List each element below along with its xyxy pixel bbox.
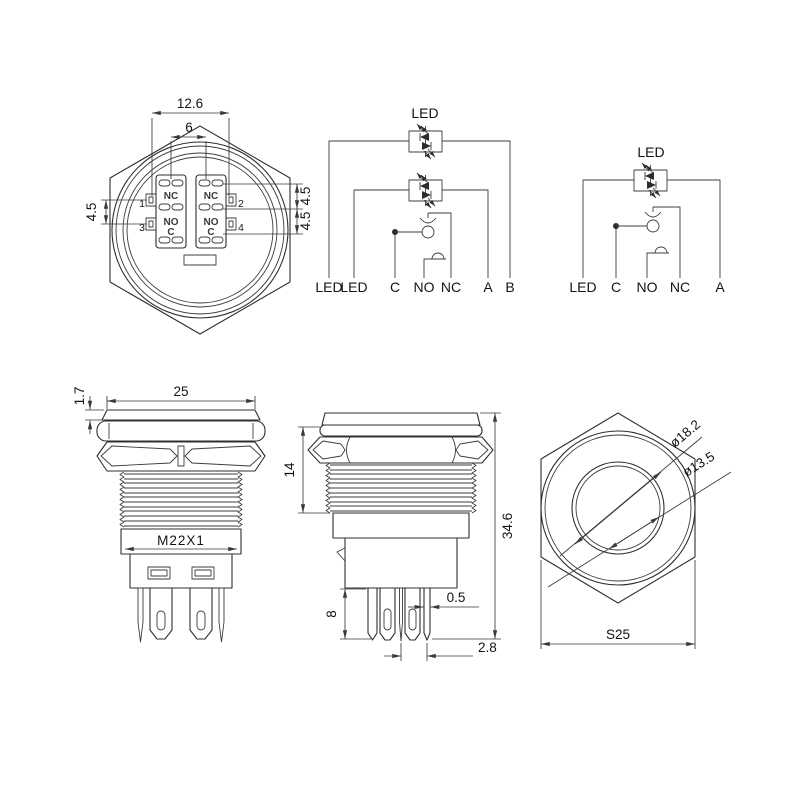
inner-ring-2 — [126, 156, 274, 304]
dim-right-lower-4-5-label: 4.5 — [298, 212, 313, 231]
dimension-right-pitches: 4.5 4.5 — [223, 183, 313, 235]
dimension-total-length: 34.6 — [432, 412, 515, 640]
terminal-label-nc: NC — [441, 279, 461, 295]
terminal-label-led-1: LED — [315, 279, 342, 295]
led-symbol — [633, 162, 668, 199]
terminal-pins — [367, 587, 431, 642]
dim-12-6-label: 12.6 — [177, 96, 203, 111]
terminal-pins — [137, 587, 225, 643]
bezel-band — [319, 424, 483, 437]
button-circle-outer — [571, 461, 665, 555]
button-cap — [101, 409, 261, 421]
hex-base-outline — [109, 125, 291, 335]
contact-label-c: C — [207, 227, 214, 238]
wire-led2 — [353, 189, 409, 278]
thread-section — [119, 471, 243, 528]
terminal-label-led-2: LED — [340, 279, 367, 295]
dimension-pin-pitch: 2.8 — [384, 640, 497, 661]
contact-label-nc: NC — [204, 191, 218, 202]
outer-ring — [111, 141, 289, 319]
dimension-thread-length: 14 — [282, 426, 330, 514]
dim-14-label: 14 — [282, 462, 297, 478]
pin-number-2: 2 — [238, 198, 244, 210]
terminal-label-nc: NC — [670, 279, 690, 295]
wire-led1 — [328, 140, 409, 278]
terminal-label-c: C — [390, 279, 400, 295]
back-view: NC NO C NC NO C 1 2 3 4 — [84, 96, 313, 335]
led-symbol-1 — [408, 123, 443, 160]
dim-25-label: 25 — [173, 384, 188, 399]
switch-body — [129, 553, 233, 589]
pin-number-3: 3 — [139, 222, 145, 234]
wiring-diagram-5-terminal: LED LED C NO NC — [569, 144, 725, 295]
thread-spec-band: M22X1 — [120, 528, 242, 555]
led-title: LED — [637, 144, 664, 160]
dimension-left-pitch: 4.5 — [84, 199, 147, 225]
side-view-rotated: 14 34.6 8 0.5 2.8 — [282, 412, 515, 661]
dimension-hex-flats: S25 — [540, 560, 696, 649]
contact-label-no: NO — [204, 217, 219, 228]
wire-led — [582, 179, 634, 278]
side-view: M22X1 25 1.7 — [72, 384, 266, 643]
dim-s25-label: S25 — [606, 627, 630, 642]
terminal-label-no: NO — [414, 279, 435, 295]
terminal-label-no: NO — [637, 279, 658, 295]
dim-2-8-label: 2.8 — [478, 640, 497, 655]
thread-spec-label: M22X1 — [157, 533, 205, 548]
dim-8-label: 8 — [324, 610, 339, 618]
terminal-label-a: A — [715, 279, 725, 295]
contact-block-right: NC NO C — [195, 174, 237, 249]
dimension-pin-length: 8 — [324, 588, 371, 640]
pin-number-4: 4 — [238, 222, 244, 234]
bezel-circle-outer — [540, 430, 696, 586]
terminal-label-b: B — [505, 279, 514, 295]
wire-b — [442, 140, 511, 278]
dimension-pin-thickness: 0.5 — [408, 590, 479, 610]
led-title: LED — [411, 105, 438, 121]
dim-1-7-label: 1.7 — [72, 387, 87, 406]
terminal-label-led: LED — [569, 279, 596, 295]
wiring-diagram-7-terminal: LED — [315, 105, 514, 295]
bezel-band — [96, 420, 266, 442]
wire-a — [442, 189, 489, 278]
thread-section — [325, 462, 477, 514]
keying-notch — [183, 254, 217, 266]
dimension-overall-pitch: 12.6 — [151, 96, 230, 196]
led-symbol-2 — [408, 172, 443, 209]
dim-34-6-label: 34.6 — [500, 513, 515, 539]
dim-left-4-5-label: 4.5 — [84, 203, 99, 222]
switch-symbol — [613, 206, 681, 278]
button-cap — [321, 412, 481, 426]
contact-label-c: C — [167, 227, 174, 238]
dimension-cap-diameter: 25 — [106, 384, 256, 409]
dim-right-upper-4-5-label: 4.5 — [298, 187, 313, 206]
dimension-pin-pitch: 6 — [170, 120, 207, 179]
outer-ring-2 — [115, 145, 285, 315]
dim-0-5-label: 0.5 — [447, 590, 466, 605]
contact-label-no: NO — [164, 217, 179, 228]
wire-a — [667, 179, 721, 278]
terminal-label-a: A — [483, 279, 493, 295]
inner-ring — [122, 152, 278, 308]
terminal-label-c: C — [611, 279, 621, 295]
dimension-cap-height: 1.7 — [72, 387, 104, 434]
pin-number-1: 1 — [139, 198, 145, 210]
hex-nut-outline — [540, 412, 696, 604]
hex-flange — [96, 441, 266, 472]
switch-symbol — [392, 212, 452, 278]
bezel-circle-inner — [544, 434, 692, 582]
button-circle-inner — [575, 465, 661, 551]
contact-label-nc: NC — [164, 191, 178, 202]
dim-6-label: 6 — [185, 120, 193, 135]
